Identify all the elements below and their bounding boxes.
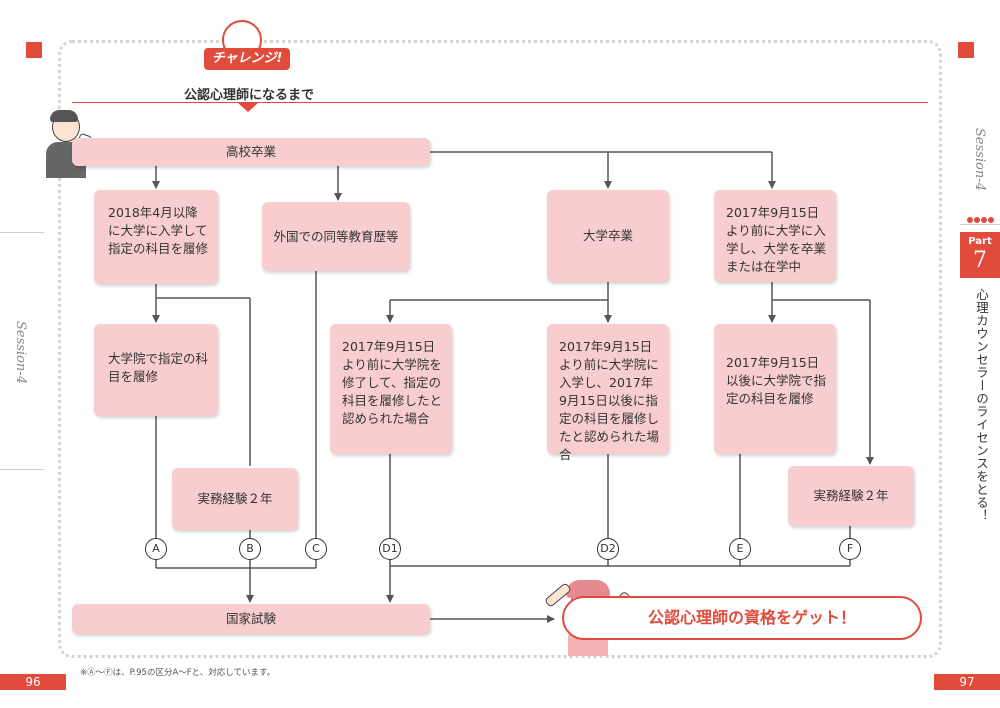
marker-e: E <box>729 538 751 560</box>
title-pointer <box>238 103 258 112</box>
node-national-exam: 国家試験 <box>72 604 430 634</box>
left-session-label: Session-4 <box>13 321 28 384</box>
corner-mark-right <box>958 42 974 58</box>
node-high-school: 高校卒業 <box>72 138 430 166</box>
node-grad-school-courses: 大学院で指定の科目を履修 <box>94 324 218 416</box>
page-number-left: 96 <box>0 674 66 690</box>
node-practice-experience-f: 実務経験２年 <box>788 466 914 526</box>
node-foreign-education: 外国での同等教育歴等 <box>262 202 410 271</box>
node-e-condition: 2017年9月15日以後に大学院で指定の科目を履修 <box>714 324 836 454</box>
node-practice-experience-b: 実務経験２年 <box>172 468 298 530</box>
marker-a: A <box>145 538 167 560</box>
marker-d1: D1 <box>379 538 401 560</box>
right-session-tab: Session-4 <box>960 120 1000 225</box>
node-2017-enroll: 2017年9月15日より前に大学に入学し、大学を卒業または在学中 <box>714 190 836 282</box>
marker-c: C <box>305 538 327 560</box>
page-number-right: 97 <box>934 674 1000 690</box>
page-frame <box>58 40 942 658</box>
left-session-tab: Session-4 <box>0 232 44 470</box>
chapter-title: 心理カウンセラーのライセンスをとる！ <box>974 288 989 522</box>
result-text: 公認心理師の資格をゲット！ <box>648 608 857 627</box>
title-rule <box>72 102 928 103</box>
session-dots <box>967 208 994 227</box>
node-d2-condition: 2017年9月15日より前に大学院に入学し、2017年9月15日以後に指定の科目… <box>547 324 669 462</box>
node-2018-enroll: 2018年4月以降に大学に入学して指定の科目を履修 <box>94 190 218 284</box>
right-session-label: Session-4 <box>972 128 987 191</box>
page-title: 公認心理師になるまで <box>184 88 315 103</box>
corner-mark-left <box>26 42 42 58</box>
result-banner: 公認心理師の資格をゲット！ <box>562 596 922 640</box>
student-illustration <box>46 110 94 180</box>
part-label: Part <box>968 236 992 247</box>
marker-d2: D2 <box>597 538 619 560</box>
logo-text: チャレンジ! <box>204 48 290 70</box>
part-badge: Part 7 <box>960 232 1000 278</box>
marker-f: F <box>839 538 861 560</box>
node-university-graduation: 大学卒業 <box>547 190 669 282</box>
marker-b: B <box>239 538 261 560</box>
node-d1-condition: 2017年9月15日より前に大学院を修了して、指定の科目を履修したと認められた場… <box>330 324 452 454</box>
part-number: 7 <box>973 248 987 273</box>
challenge-logo: チャレンジ! <box>204 20 290 74</box>
footnote: ※Ⓐ〜Ⓕは、P.95の区分A〜Fと、対応しています。 <box>80 668 276 678</box>
